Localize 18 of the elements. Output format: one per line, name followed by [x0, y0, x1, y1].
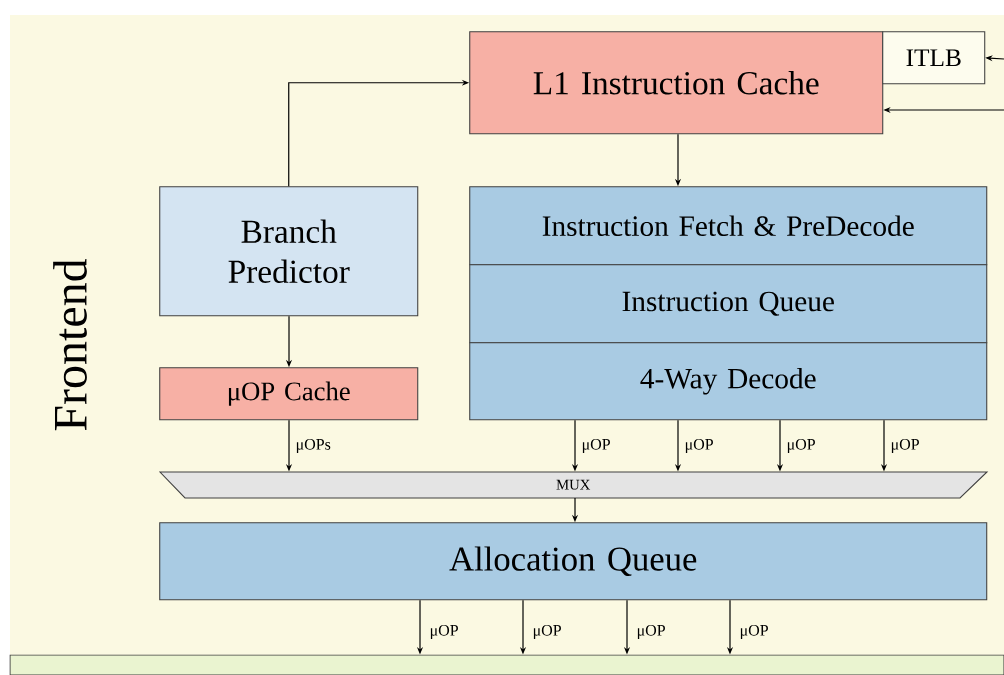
edge-label: μOP — [891, 439, 919, 453]
queue-box: Allocation Queue — [159, 522, 988, 601]
edge-label: μOP — [685, 439, 713, 453]
stage-band — [9, 654, 1004, 675]
decoder-box: 4-Way Decode — [469, 342, 988, 421]
cache-box: L1 Instruction Cache — [469, 31, 884, 135]
queue-box: Instruction Queue — [469, 264, 988, 344]
edge-label: μOP — [740, 625, 768, 639]
edge-label: μOP — [430, 625, 458, 639]
edge-label: μOP — [787, 439, 815, 453]
predictor-box: Branch Predictor — [159, 186, 419, 317]
edge-label: μOP — [582, 439, 610, 453]
edge-label: μOP — [533, 625, 561, 639]
cache-box: μOP Cache — [159, 367, 419, 421]
edge-label: μOPs — [296, 439, 331, 453]
fetch-box: Instruction Fetch & PreDecode — [469, 186, 988, 266]
tlb-box: ITLB — [882, 31, 986, 85]
edge-label: μOP — [637, 625, 665, 639]
